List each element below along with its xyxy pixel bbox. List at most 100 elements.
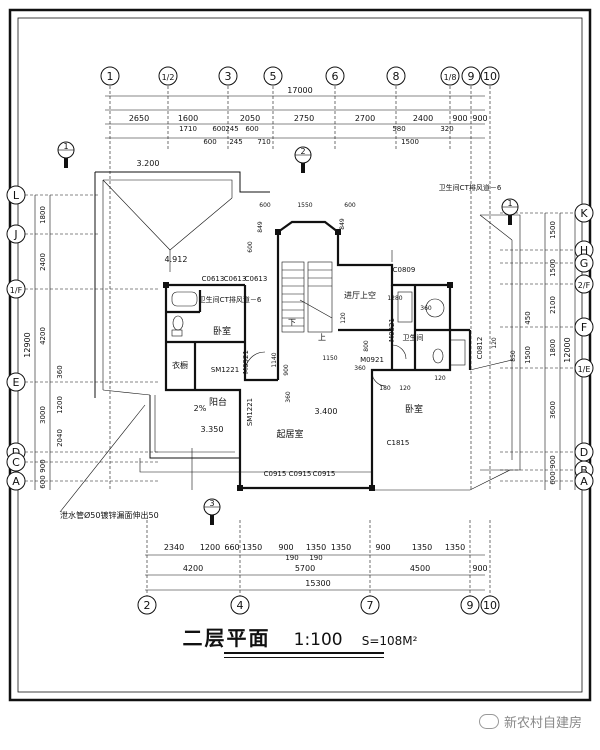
section-mark: 3	[203, 498, 221, 525]
dim-bottom-row2: 5700	[295, 564, 315, 573]
axis-bubble-left: C	[6, 452, 26, 472]
bath-fixtures-right	[397, 291, 466, 366]
drawing-scale: 1:100	[293, 630, 343, 650]
roof-outlines	[94, 171, 521, 491]
misc-dimension: 600	[259, 202, 271, 209]
axis-bubble-label: C	[12, 456, 20, 469]
axis-bubble-label: G	[580, 257, 589, 270]
dim-bottom-total: 15300	[305, 579, 330, 588]
dim-left-mid: 2400	[39, 253, 47, 271]
section-mark-label: 2	[300, 147, 305, 156]
axis-bubble-label: L	[13, 189, 20, 202]
misc-dimension: 900	[283, 364, 290, 376]
misc-dimension: 120	[340, 312, 347, 324]
axis-bubble-label: 2	[144, 599, 151, 612]
axis-bubble-right: 2/F	[574, 274, 594, 294]
room-balcony: 阳台	[209, 396, 227, 408]
door-window-code: C1815	[387, 439, 410, 447]
stair-down-label: 下	[288, 318, 296, 327]
misc-dimension: 1550	[297, 202, 312, 209]
axis-bubble-top: 1/8	[440, 66, 460, 86]
watermark-text: 新农村自建房	[503, 716, 582, 731]
door-window-code: C0613	[224, 275, 247, 283]
door-window-code: C0613	[202, 275, 225, 283]
misc-dimension: 1280	[387, 295, 402, 302]
dim-top-row1: 2650	[129, 114, 149, 123]
axis-bubble-label: 4	[237, 599, 244, 612]
misc-dimension: 1150	[322, 355, 337, 362]
dim-right-mid: 600	[549, 471, 557, 484]
axis-bubble-top: 1	[100, 66, 120, 86]
axis-bubble-label: E	[13, 376, 20, 389]
axis-bubble-label: 1/E	[578, 365, 591, 374]
dim-left-inner: 2040	[56, 429, 64, 447]
axis-bubble-top: 5	[263, 66, 283, 86]
dim-top-row1: 900	[452, 114, 467, 123]
axis-bubble-label: 7	[367, 599, 374, 612]
misc-dimension: 800	[363, 340, 370, 352]
elevation-mark: 3.400	[315, 407, 338, 416]
stair-up-label: 上	[318, 333, 326, 342]
misc-dimension: 850	[510, 350, 517, 362]
axis-bubble-label: 9	[467, 599, 474, 612]
stair	[281, 261, 333, 333]
axis-bubble-bottom: 9	[460, 595, 480, 615]
room-bedroom-left: 卧室	[213, 325, 231, 337]
door-window-code: C0915	[289, 470, 312, 478]
section-mark-label: 1	[507, 199, 512, 208]
misc-dimension: 120	[434, 375, 446, 382]
dim-right-mid: 1500	[549, 221, 557, 239]
misc-dimension: 360	[354, 365, 366, 372]
axis-bubble-label: J	[13, 228, 17, 241]
axis-bubble-label: 8	[393, 70, 400, 83]
axis-bubble-label: 1/2	[162, 73, 175, 82]
columns	[163, 229, 453, 491]
door-window-code: SM1221	[211, 366, 239, 374]
axis-bubble-label: 5	[270, 70, 277, 83]
dim-top-row3: 600	[203, 138, 216, 146]
axis-bubble-top: 3	[218, 66, 238, 86]
axis-bubble-label: 10	[483, 599, 497, 612]
dim-top-row1: 2050	[240, 114, 260, 123]
room-wc-right: 卫生间	[403, 333, 424, 342]
axis-bubble-label: A	[580, 475, 588, 488]
dim-top-total: 17000	[287, 86, 312, 95]
dim-left-inner: 360	[56, 365, 64, 378]
axis-bubble-right: K	[574, 203, 594, 223]
dim-left-mid: 1800	[39, 206, 47, 224]
misc-dimension: 1140	[271, 352, 278, 367]
inner-frame	[17, 17, 583, 693]
drawing-title: 二层平面	[182, 626, 271, 650]
axis-bubble-bottom: 4	[230, 595, 250, 615]
dim-top-row2: 580	[392, 125, 405, 133]
axis-bubble-label: 3	[225, 70, 232, 83]
top-dimension-lines	[105, 95, 485, 139]
axis-bubble-right: F	[574, 317, 594, 337]
dim-bottom-row1: 1350	[331, 543, 351, 552]
axis-bubble-right: A	[574, 471, 594, 491]
dim-left-mid: 600	[39, 475, 47, 488]
door-window-code: C0613	[245, 275, 268, 283]
door-window-code: M0921	[242, 350, 250, 374]
dim-bottom-row1: 1200	[200, 543, 220, 552]
door-window-code: M0821	[388, 318, 396, 342]
axis-bubble-label: K	[580, 207, 588, 220]
section-mark: 2	[294, 146, 312, 173]
dim-bottom-row2: 4200	[183, 564, 203, 573]
axis-bubble-left: J	[6, 224, 26, 244]
misc-dimension: 120	[491, 337, 498, 349]
note-drain: 泄水管Ø50镀锌漏面伸出50	[60, 510, 159, 520]
axis-bubble-label: 1/F	[10, 286, 23, 295]
dim-top-row1: 2750	[294, 114, 314, 123]
axis-bubble-label: 9	[468, 70, 475, 83]
misc-dimension: 120	[399, 385, 411, 392]
axis-bubble-bottom: 10	[480, 595, 500, 615]
axis-bubble-label: 1/8	[444, 73, 457, 82]
dim-top-row2: 245	[225, 125, 238, 133]
axis-bubble-top: 1/2	[158, 66, 178, 86]
dim-bottom-row1: 1350	[445, 543, 465, 552]
axis-bubble-left: E	[6, 372, 26, 392]
dim-bottom-row1b: 190	[309, 554, 322, 562]
dim-top-row2: 320	[440, 125, 453, 133]
axis-bubble-label: F	[581, 321, 587, 334]
